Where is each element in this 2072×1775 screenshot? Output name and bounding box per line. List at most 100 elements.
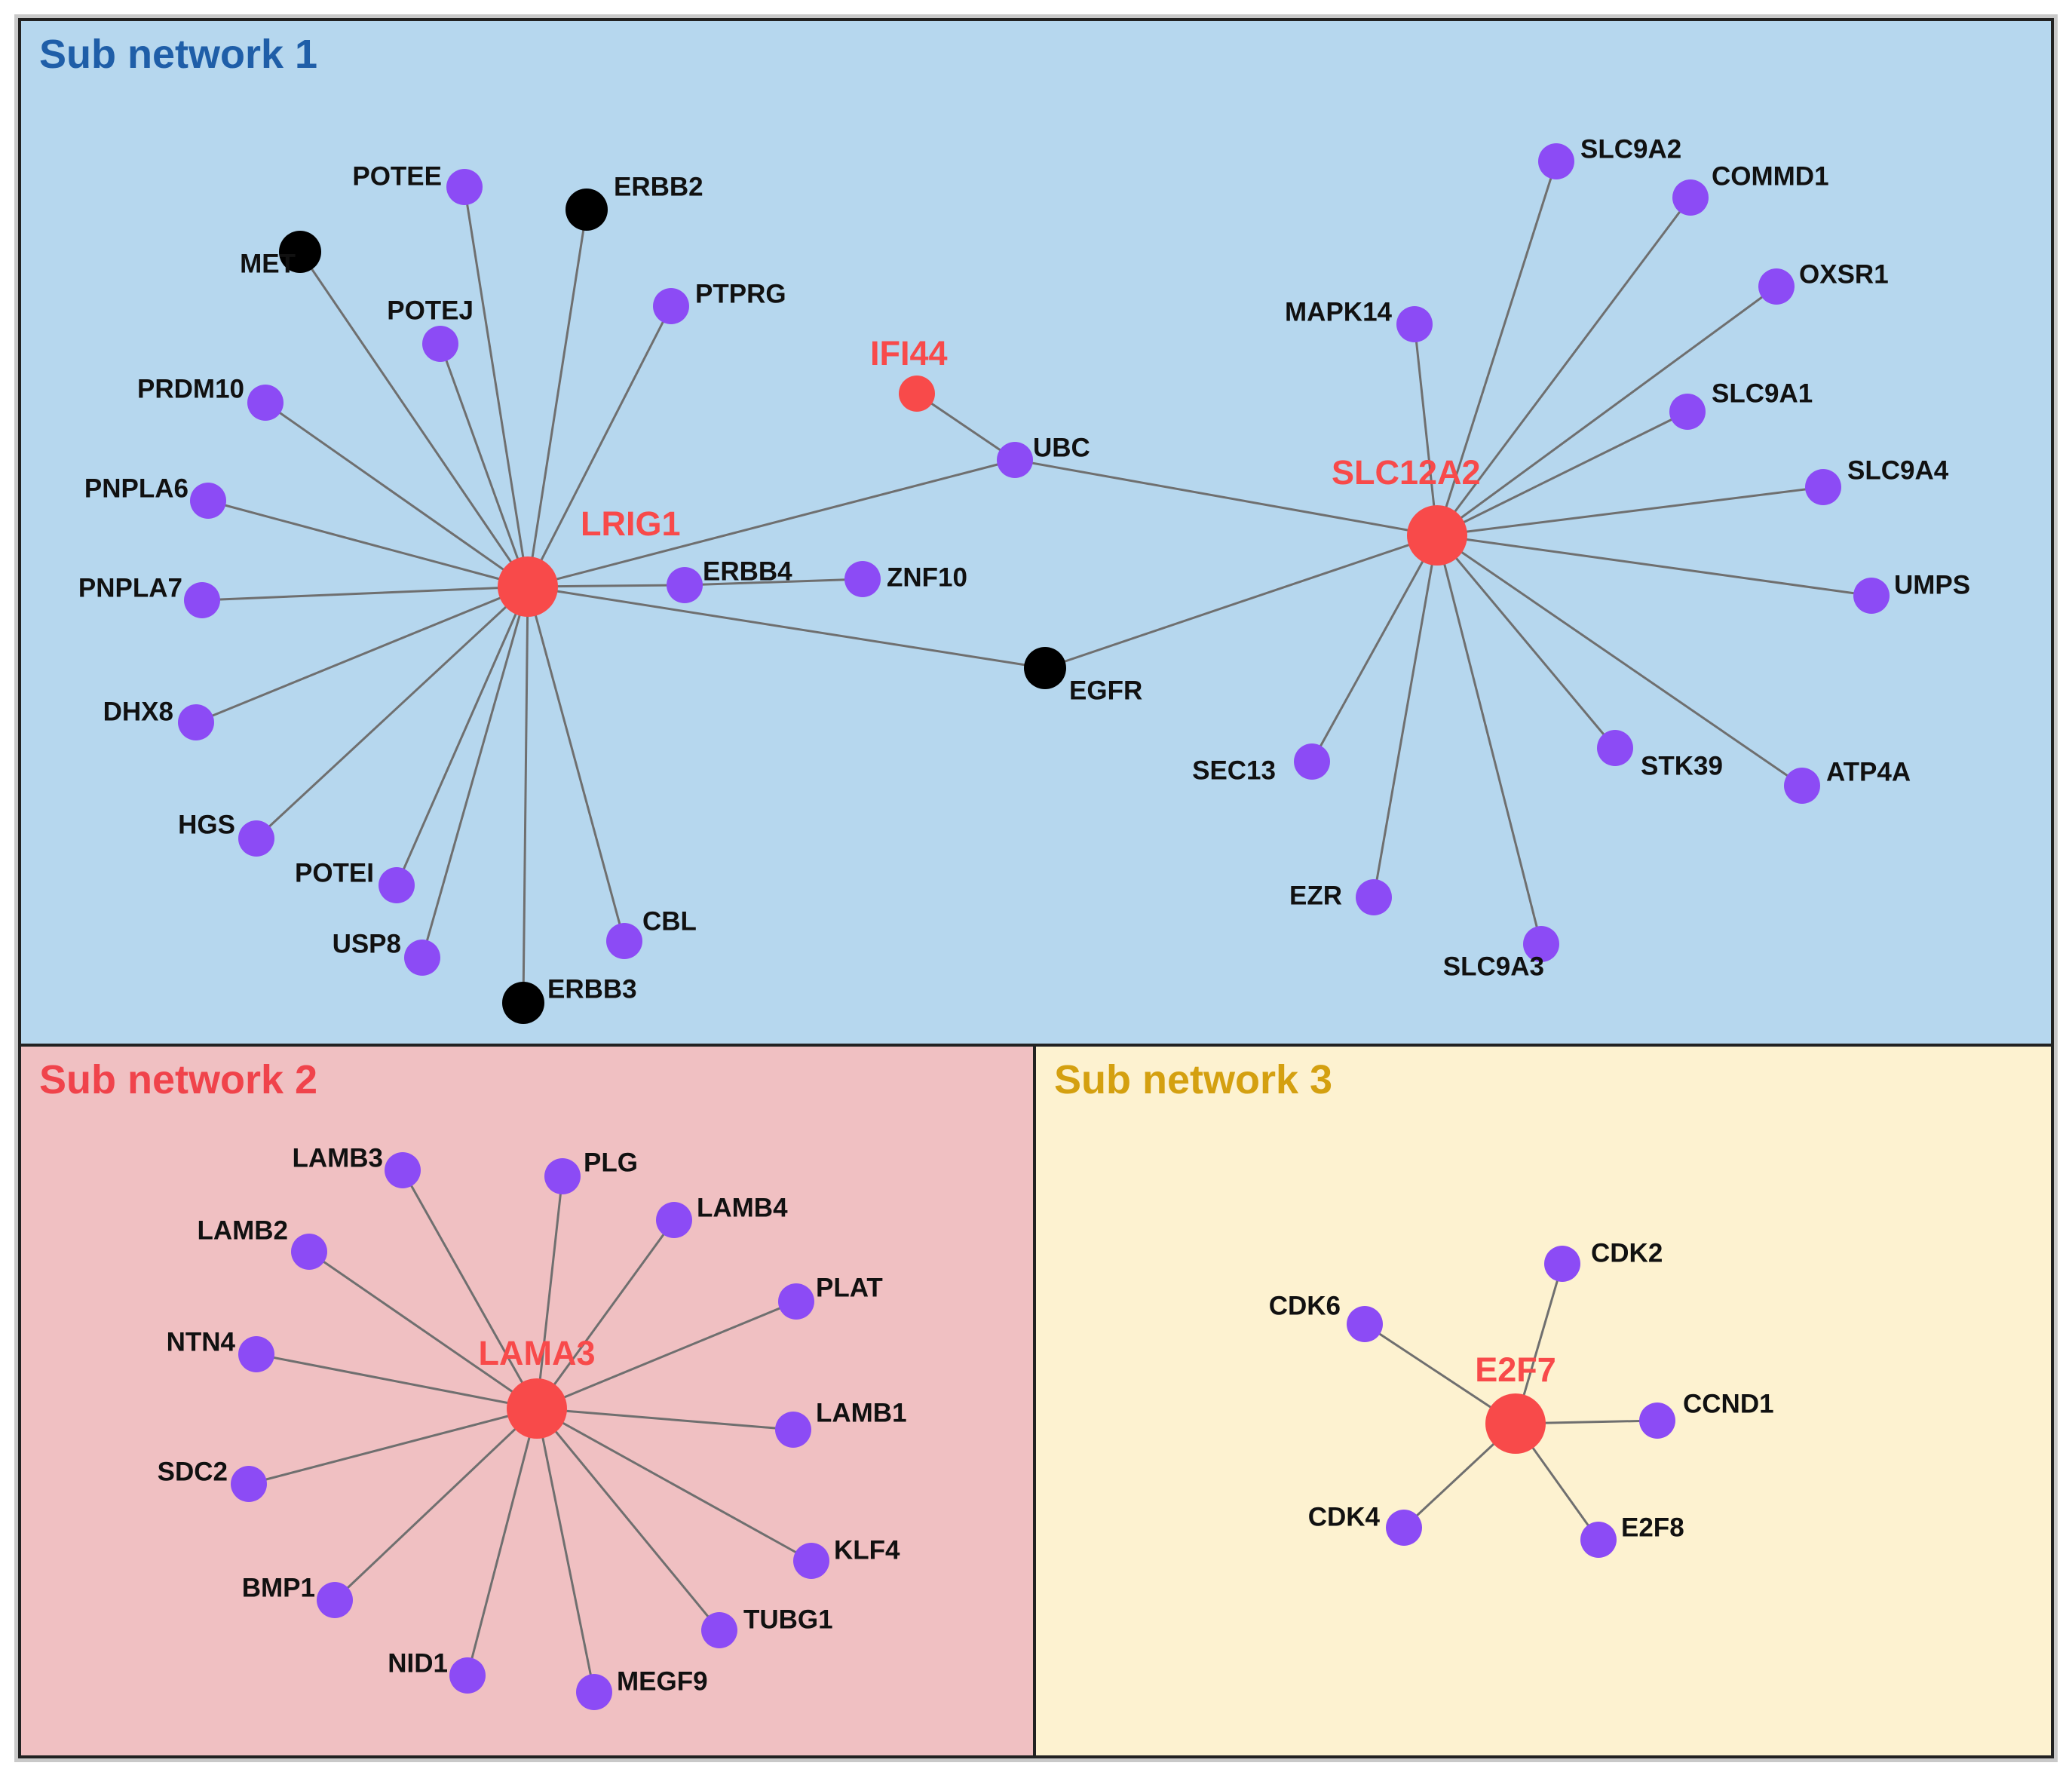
node-ERBB3 <box>502 982 544 1024</box>
node-UBC <box>997 442 1033 478</box>
node-LAMB3 <box>385 1152 421 1188</box>
edge-SLC12A2-SLC9A4 <box>1436 486 1824 537</box>
edge-SLC12A2-ATP4A <box>1436 534 1803 787</box>
node-TUBG1 <box>701 1612 737 1648</box>
node-PRDM10 <box>247 385 284 421</box>
edge-LAMA3-PLG <box>535 1176 564 1409</box>
node-label-POTEJ: POTEJ <box>387 296 474 325</box>
node-SLC9A4 <box>1805 469 1841 505</box>
node-SEC13 <box>1294 743 1330 780</box>
edge-LRIG1-CBL <box>526 586 626 942</box>
node-label-LRIG1: LRIG1 <box>581 504 681 543</box>
node-DHX8 <box>178 704 214 740</box>
node-EGFR <box>1024 647 1066 689</box>
node-SLC9A2 <box>1538 143 1574 179</box>
node-label-POTEI: POTEI <box>295 858 374 888</box>
node-KLF4 <box>793 1543 829 1579</box>
node-label-SDC2: SDC2 <box>158 1457 228 1486</box>
edge-LAMA3-LAMB3 <box>401 1170 538 1409</box>
node-label-SLC9A2: SLC9A2 <box>1580 134 1681 164</box>
node-label-ATP4A: ATP4A <box>1826 757 1911 786</box>
node-label-MET: MET <box>240 249 296 278</box>
node-label-ERBB3: ERBB3 <box>547 974 637 1004</box>
node-MET <box>279 231 321 273</box>
node-label-PLG: PLG <box>584 1148 638 1177</box>
node-label-LAMB3: LAMB3 <box>292 1143 383 1173</box>
node-label-SLC9A4: SLC9A4 <box>1847 455 1949 485</box>
edge-LRIG1-ERBB3 <box>522 586 529 1004</box>
node-PNPLA6 <box>190 483 226 519</box>
node-label-PLAT: PLAT <box>816 1273 883 1302</box>
node-label-LAMB1: LAMB1 <box>816 1398 907 1427</box>
node-label-SLC9A1: SLC9A1 <box>1712 379 1813 408</box>
node-LRIG1 <box>498 556 558 617</box>
panel-title-p2: Sub network 2 <box>39 1057 317 1102</box>
node-HGS <box>238 820 274 857</box>
edge-LAMA3-LAMB4 <box>535 1219 676 1409</box>
node-label-LAMB2: LAMB2 <box>197 1216 288 1245</box>
node-CDK2 <box>1544 1246 1580 1282</box>
node-ERBB4 <box>667 567 703 603</box>
edge-LRIG1-DHX8 <box>195 585 529 724</box>
node-CDK4 <box>1386 1510 1422 1546</box>
edge-LRIG1-MET <box>299 251 529 587</box>
edge-LAMA3-TUBG1 <box>535 1408 721 1631</box>
edge-LRIG1-ERBB2 <box>526 209 588 587</box>
edge-SLC12A2-SLC9A2 <box>1436 161 1558 536</box>
edge-LRIG1-HGS <box>255 585 529 840</box>
edge-SLC12A2-SLC9A1 <box>1436 410 1688 537</box>
edge-LAMA3-LAMB1 <box>536 1407 794 1431</box>
node-POTEJ <box>422 326 458 362</box>
edge-SLC12A2-STK39 <box>1436 535 1617 749</box>
node-PLAT <box>778 1283 814 1320</box>
edge-LRIG1-POTEI <box>395 586 529 886</box>
node-label-SLC9A3: SLC9A3 <box>1443 952 1544 981</box>
edge-LRIG1-EGFR <box>527 585 1046 670</box>
panel-title-p1: Sub network 1 <box>39 32 317 77</box>
node-label-CCND1: CCND1 <box>1683 1389 1774 1418</box>
panel-backgrounds <box>14 14 2058 1762</box>
edge-LRIG1-POTEJ <box>439 343 529 587</box>
edge-SLC12A2-SEC13 <box>1310 535 1439 762</box>
node-ATP4A <box>1784 768 1820 804</box>
node-label-CBL: CBL <box>642 906 697 936</box>
node-label-EZR: EZR <box>1289 881 1342 910</box>
edge-SLC12A2-EZR <box>1372 535 1439 898</box>
node-NID1 <box>449 1657 486 1694</box>
node-PLG <box>544 1158 581 1194</box>
node-label-NID1: NID1 <box>388 1648 448 1678</box>
node-label-DHX8: DHX8 <box>103 697 173 726</box>
node-NTN4 <box>238 1336 274 1372</box>
edge-SLC12A2-COMMD1 <box>1436 197 1692 536</box>
node-label-TUBG1: TUBG1 <box>743 1605 833 1634</box>
node-label-OXSR1: OXSR1 <box>1799 259 1889 289</box>
node-E2F8 <box>1580 1522 1617 1558</box>
node-COMMD1 <box>1672 179 1709 216</box>
node-label-EGFR: EGFR <box>1069 676 1142 705</box>
node-label-CDK2: CDK2 <box>1591 1238 1663 1268</box>
node-ERBB2 <box>566 189 608 231</box>
node-label-STK39: STK39 <box>1641 751 1723 780</box>
node-LAMA3 <box>507 1378 567 1439</box>
node-label-SEC13: SEC13 <box>1192 756 1276 785</box>
node-OXSR1 <box>1758 268 1795 305</box>
node-UMPS <box>1853 578 1890 614</box>
node-label-UBC: UBC <box>1033 433 1090 462</box>
edge-ERBB4-ZNF10 <box>684 578 863 587</box>
edge-SLC12A2-EGFR <box>1044 534 1438 670</box>
node-SLC9A1 <box>1669 394 1706 430</box>
node-label-PRDM10: PRDM10 <box>137 374 244 403</box>
node-PTPRG <box>653 288 689 324</box>
node-BMP1 <box>317 1582 353 1618</box>
node-label-NTN4: NTN4 <box>167 1327 236 1357</box>
node-LAMB1 <box>775 1412 811 1448</box>
node-label-PTPRG: PTPRG <box>695 279 786 308</box>
node-CBL <box>606 923 642 959</box>
node-label-CDK4: CDK4 <box>1308 1502 1381 1531</box>
node-label-MEGF9: MEGF9 <box>617 1666 708 1696</box>
network-nodes <box>178 143 1890 1710</box>
node-label-E2F7: E2F7 <box>1475 1350 1556 1389</box>
edge-LRIG1-UBC <box>527 458 1016 588</box>
